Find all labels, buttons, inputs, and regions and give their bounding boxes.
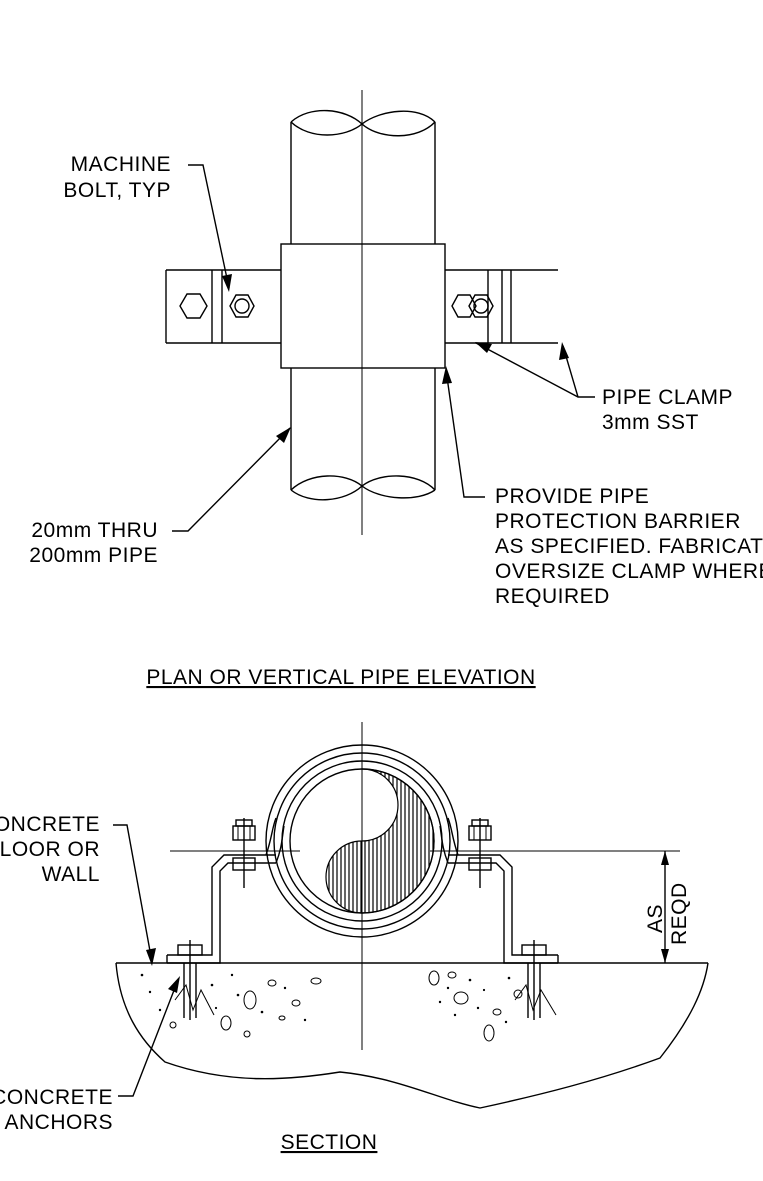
- clamp-band: [280, 243, 446, 369]
- label-dim-reqd: REQD: [668, 882, 691, 945]
- bolt-icon: [179, 293, 208, 319]
- dimension-as-reqd: [661, 851, 669, 963]
- leader-barrier: [442, 366, 485, 498]
- label-barrier-line5: REQUIRED: [495, 585, 610, 608]
- pipe-cross-section: [265, 744, 459, 938]
- label-concrete-line1: CONCRETE: [0, 813, 100, 836]
- bolt-icon: [451, 294, 477, 318]
- label-pipe-clamp-line1: PIPE CLAMP: [602, 386, 733, 409]
- label-machine-bolt-line1: MACHINE: [71, 153, 171, 176]
- vertical-pipe: [290, 109, 436, 501]
- label-dim-as: AS: [644, 904, 667, 933]
- label-pipe-size-line1: 20mm THRU: [31, 519, 158, 542]
- section-title: SECTION: [281, 1131, 378, 1154]
- label-barrier-line1: PROVIDE PIPE: [495, 485, 649, 508]
- leader-pipe: [172, 427, 291, 532]
- bolt-icon: [229, 294, 255, 318]
- label-concrete-line2: FLOOR OR: [0, 838, 100, 861]
- concrete-slab: [115, 962, 709, 1109]
- leader-pipe-clamp: [475, 342, 595, 398]
- label-barrier-line4: OVERSIZE CLAMP WHERE: [495, 560, 763, 583]
- label-concrete-line3: WALL: [42, 863, 100, 886]
- label-anchors-line1: CONCRETE: [0, 1086, 113, 1109]
- label-pipe-size-line2: 200mm PIPE: [29, 544, 158, 567]
- anchor-bolt-right: [514, 940, 557, 1020]
- upper-bolt-left: [232, 818, 256, 888]
- label-barrier-line3: AS SPECIFIED. FABRICATE: [495, 535, 763, 558]
- label-barrier-line2: PROTECTION BARRIER: [495, 510, 741, 533]
- upper-bolt-right: [468, 818, 492, 888]
- clamp-flange-right: [445, 269, 558, 344]
- plan-view: MACHINE BOLT, TYP PIPE CLAMP 3mm SST 20m…: [29, 90, 763, 689]
- label-pipe-clamp-line2: 3mm SST: [602, 411, 699, 434]
- label-anchors-line2: ANCHORS: [4, 1111, 113, 1134]
- plan-title: PLAN OR VERTICAL PIPE ELEVATION: [146, 666, 535, 689]
- leader-machine-bolt: [188, 164, 232, 292]
- clamp-flange-left: [165, 269, 281, 344]
- bolt-icon: [468, 294, 494, 318]
- leader-concrete-floor: [113, 824, 156, 966]
- anchor-bolt-left: [174, 940, 215, 1020]
- leader-concrete-anchors: [118, 976, 180, 1097]
- label-machine-bolt-line2: BOLT, TYP: [63, 179, 171, 202]
- section-view: AS REQD CONCRETE FLOOR OR WALL CONCRETE …: [0, 722, 709, 1154]
